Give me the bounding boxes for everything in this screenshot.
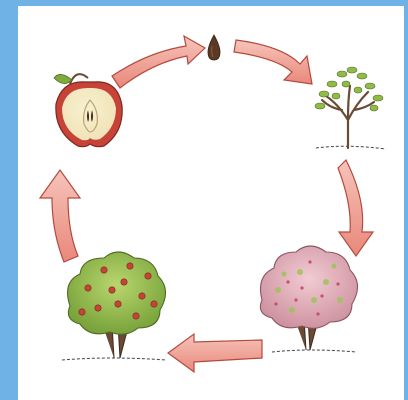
fruiting-tree-icon [61, 251, 167, 361]
arrow-blossom-to-fruit [166, 332, 263, 374]
blossoming-tree-icon [259, 245, 359, 353]
sapling-tree-icon [314, 66, 387, 150]
apple-half-icon [53, 73, 123, 148]
arrow-apple-to-seed [111, 34, 207, 89]
seed-icon [207, 34, 221, 61]
arrow-fruit-to-apple [38, 168, 82, 263]
arrow-sapling-to-blossom [337, 158, 375, 258]
arrow-seed-to-sapling [233, 39, 313, 85]
